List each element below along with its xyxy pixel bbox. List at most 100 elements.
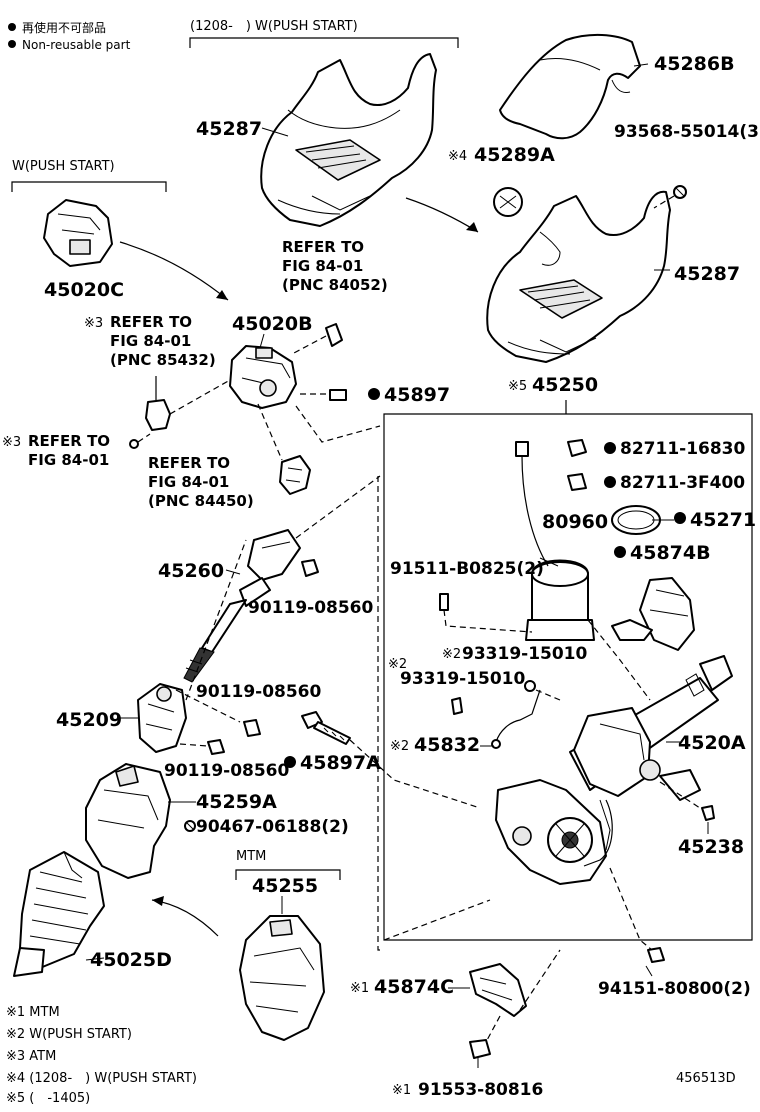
label-45250: 45250: [532, 374, 598, 396]
bracket-45874B: [611, 546, 695, 651]
bolt-45897: [300, 388, 380, 401]
connector-84052: [291, 323, 343, 355]
label-4520A: 4520A: [678, 732, 746, 754]
bolt-90119-c: [207, 739, 225, 755]
label-90119-a: 90119-08560: [248, 598, 374, 618]
label-82711-3F400: 82711-3F400: [620, 473, 745, 493]
label-45020C: 45020C: [44, 279, 124, 301]
bolt-45897A: [284, 711, 481, 809]
part-84450: [257, 403, 311, 495]
dash-left-box: [377, 476, 384, 951]
label-45238: 45238: [678, 836, 744, 858]
harness-45832: [491, 689, 541, 749]
assy-box-45250: [383, 400, 753, 941]
dash-motor-column: [587, 619, 651, 701]
arrow-cover: [405, 197, 479, 233]
label-90467: 90467-06188(2): [196, 817, 349, 837]
lower-column-cover: [499, 33, 641, 140]
wire-bottom: [583, 799, 613, 867]
switch-45020C: [43, 199, 113, 267]
joint-45209: [137, 539, 247, 753]
label-90119-c: 90119-08560: [164, 761, 290, 781]
diagram-id: 456513D: [676, 1071, 736, 1086]
ref-85432-mark: ※3: [84, 316, 103, 331]
label-45255: 45255: [252, 875, 318, 897]
label-45897: 45897: [384, 384, 450, 406]
leader-lines: [85, 63, 709, 989]
ref-85432-l2: FIG 84-01: [110, 332, 191, 350]
label-93319-a-mark: ※2: [442, 647, 461, 662]
label-45832: 45832: [414, 734, 480, 756]
footnote-2: ※2 W(PUSH START): [6, 1027, 132, 1042]
group-top: (1208- ) W(PUSH START): [189, 19, 459, 48]
ref-84052-l3: (PNC 84052): [282, 276, 388, 294]
screw-93568: [653, 185, 687, 209]
dash-housing-assy: [295, 405, 381, 443]
ref-85432-l3: (PNC 85432): [110, 351, 216, 369]
label-45832-mark: ※2: [390, 739, 409, 754]
upper-column-cover-right: [486, 190, 671, 363]
arrow-switch: [119, 241, 229, 301]
label-91553-mark: ※1: [392, 1083, 411, 1098]
label-45289A-mark: ※4: [448, 149, 467, 164]
label-45874C-mark: ※1: [350, 981, 369, 996]
ref-84450-l2: FIG 84-01: [148, 473, 229, 491]
label-45260: 45260: [158, 560, 224, 582]
arrow-cover-head: [466, 222, 478, 232]
clip-82711-16830: [567, 439, 616, 457]
legend: 再使用不可部品 Non-reusable part: [8, 20, 131, 52]
label-45287-right: 45287: [674, 263, 740, 285]
label-45287-top: 45287: [196, 118, 262, 140]
ref-84052-l2: FIG 84-01: [282, 257, 363, 275]
bolt-90119-b: [243, 719, 261, 737]
group-mtm: MTM: [235, 849, 341, 880]
bolt-90119-a: [301, 559, 319, 577]
bolt-91553: [469, 1039, 491, 1068]
connector-45238: [659, 781, 715, 821]
label-82711-16830: 82711-16830: [620, 439, 746, 459]
label-45209: 45209: [56, 709, 122, 731]
label-93568: 93568-55014(3): [614, 122, 760, 142]
footnotes: ※1 MTM ※2 W(PUSH START) ※3 ATM ※4 (1208-…: [6, 1005, 197, 1106]
ref-fig-mark: ※3: [2, 435, 21, 450]
cover-45259A: [85, 763, 171, 879]
legend-bullet-2: [8, 40, 16, 48]
label-93319-b: 93319-15010: [400, 669, 526, 689]
group-w-push-start-label: W(PUSH START): [12, 159, 115, 174]
steering-column-4520A: [495, 655, 733, 885]
label-45025D: 45025D: [90, 949, 172, 971]
label-45289A: 45289A: [474, 144, 555, 166]
label-45897A: 45897A: [300, 752, 381, 774]
footnote-4: ※4 (1208- ) W(PUSH START): [6, 1071, 197, 1086]
clip-90467: [184, 820, 196, 832]
dash-box-bottom: [383, 899, 491, 941]
boot-45025D: [13, 851, 105, 977]
label-93319-a: 93319-15010: [462, 644, 588, 664]
footnote-3: ※3 ATM: [6, 1049, 56, 1064]
label-45259A: 45259A: [196, 791, 277, 813]
label-93319-b-mark: ※2: [388, 657, 407, 672]
cap-45289A: [493, 187, 523, 217]
label-94151: 94151-80800(2): [598, 979, 751, 999]
arrow-mtm-head: [152, 896, 164, 906]
dash-column-94151: [609, 867, 653, 951]
shaft-45260: [183, 475, 381, 683]
label-91511: 91511-B0825(2): [390, 559, 544, 579]
housing-45020B: [229, 345, 297, 409]
legend-item-2: Non-reusable part: [22, 38, 131, 52]
clamp-45271: [611, 505, 686, 535]
legend-bullet-1: [8, 23, 16, 31]
bracket-45874C: [469, 949, 561, 1043]
ref-84450-l1: REFER TO: [148, 454, 230, 472]
screw-91511: [439, 593, 533, 633]
cover-45255: [239, 915, 325, 1041]
label-45874B: 45874B: [630, 542, 711, 564]
group-mtm-label: MTM: [236, 849, 266, 864]
label-45874C: 45874C: [374, 976, 454, 998]
label-45286B: 45286B: [654, 53, 735, 75]
arrow-switch-head: [216, 290, 228, 300]
legend-item-1: 再使用不可部品: [22, 20, 106, 35]
label-45271: 45271: [690, 509, 756, 531]
ref-84052-l1: REFER TO: [282, 238, 364, 256]
